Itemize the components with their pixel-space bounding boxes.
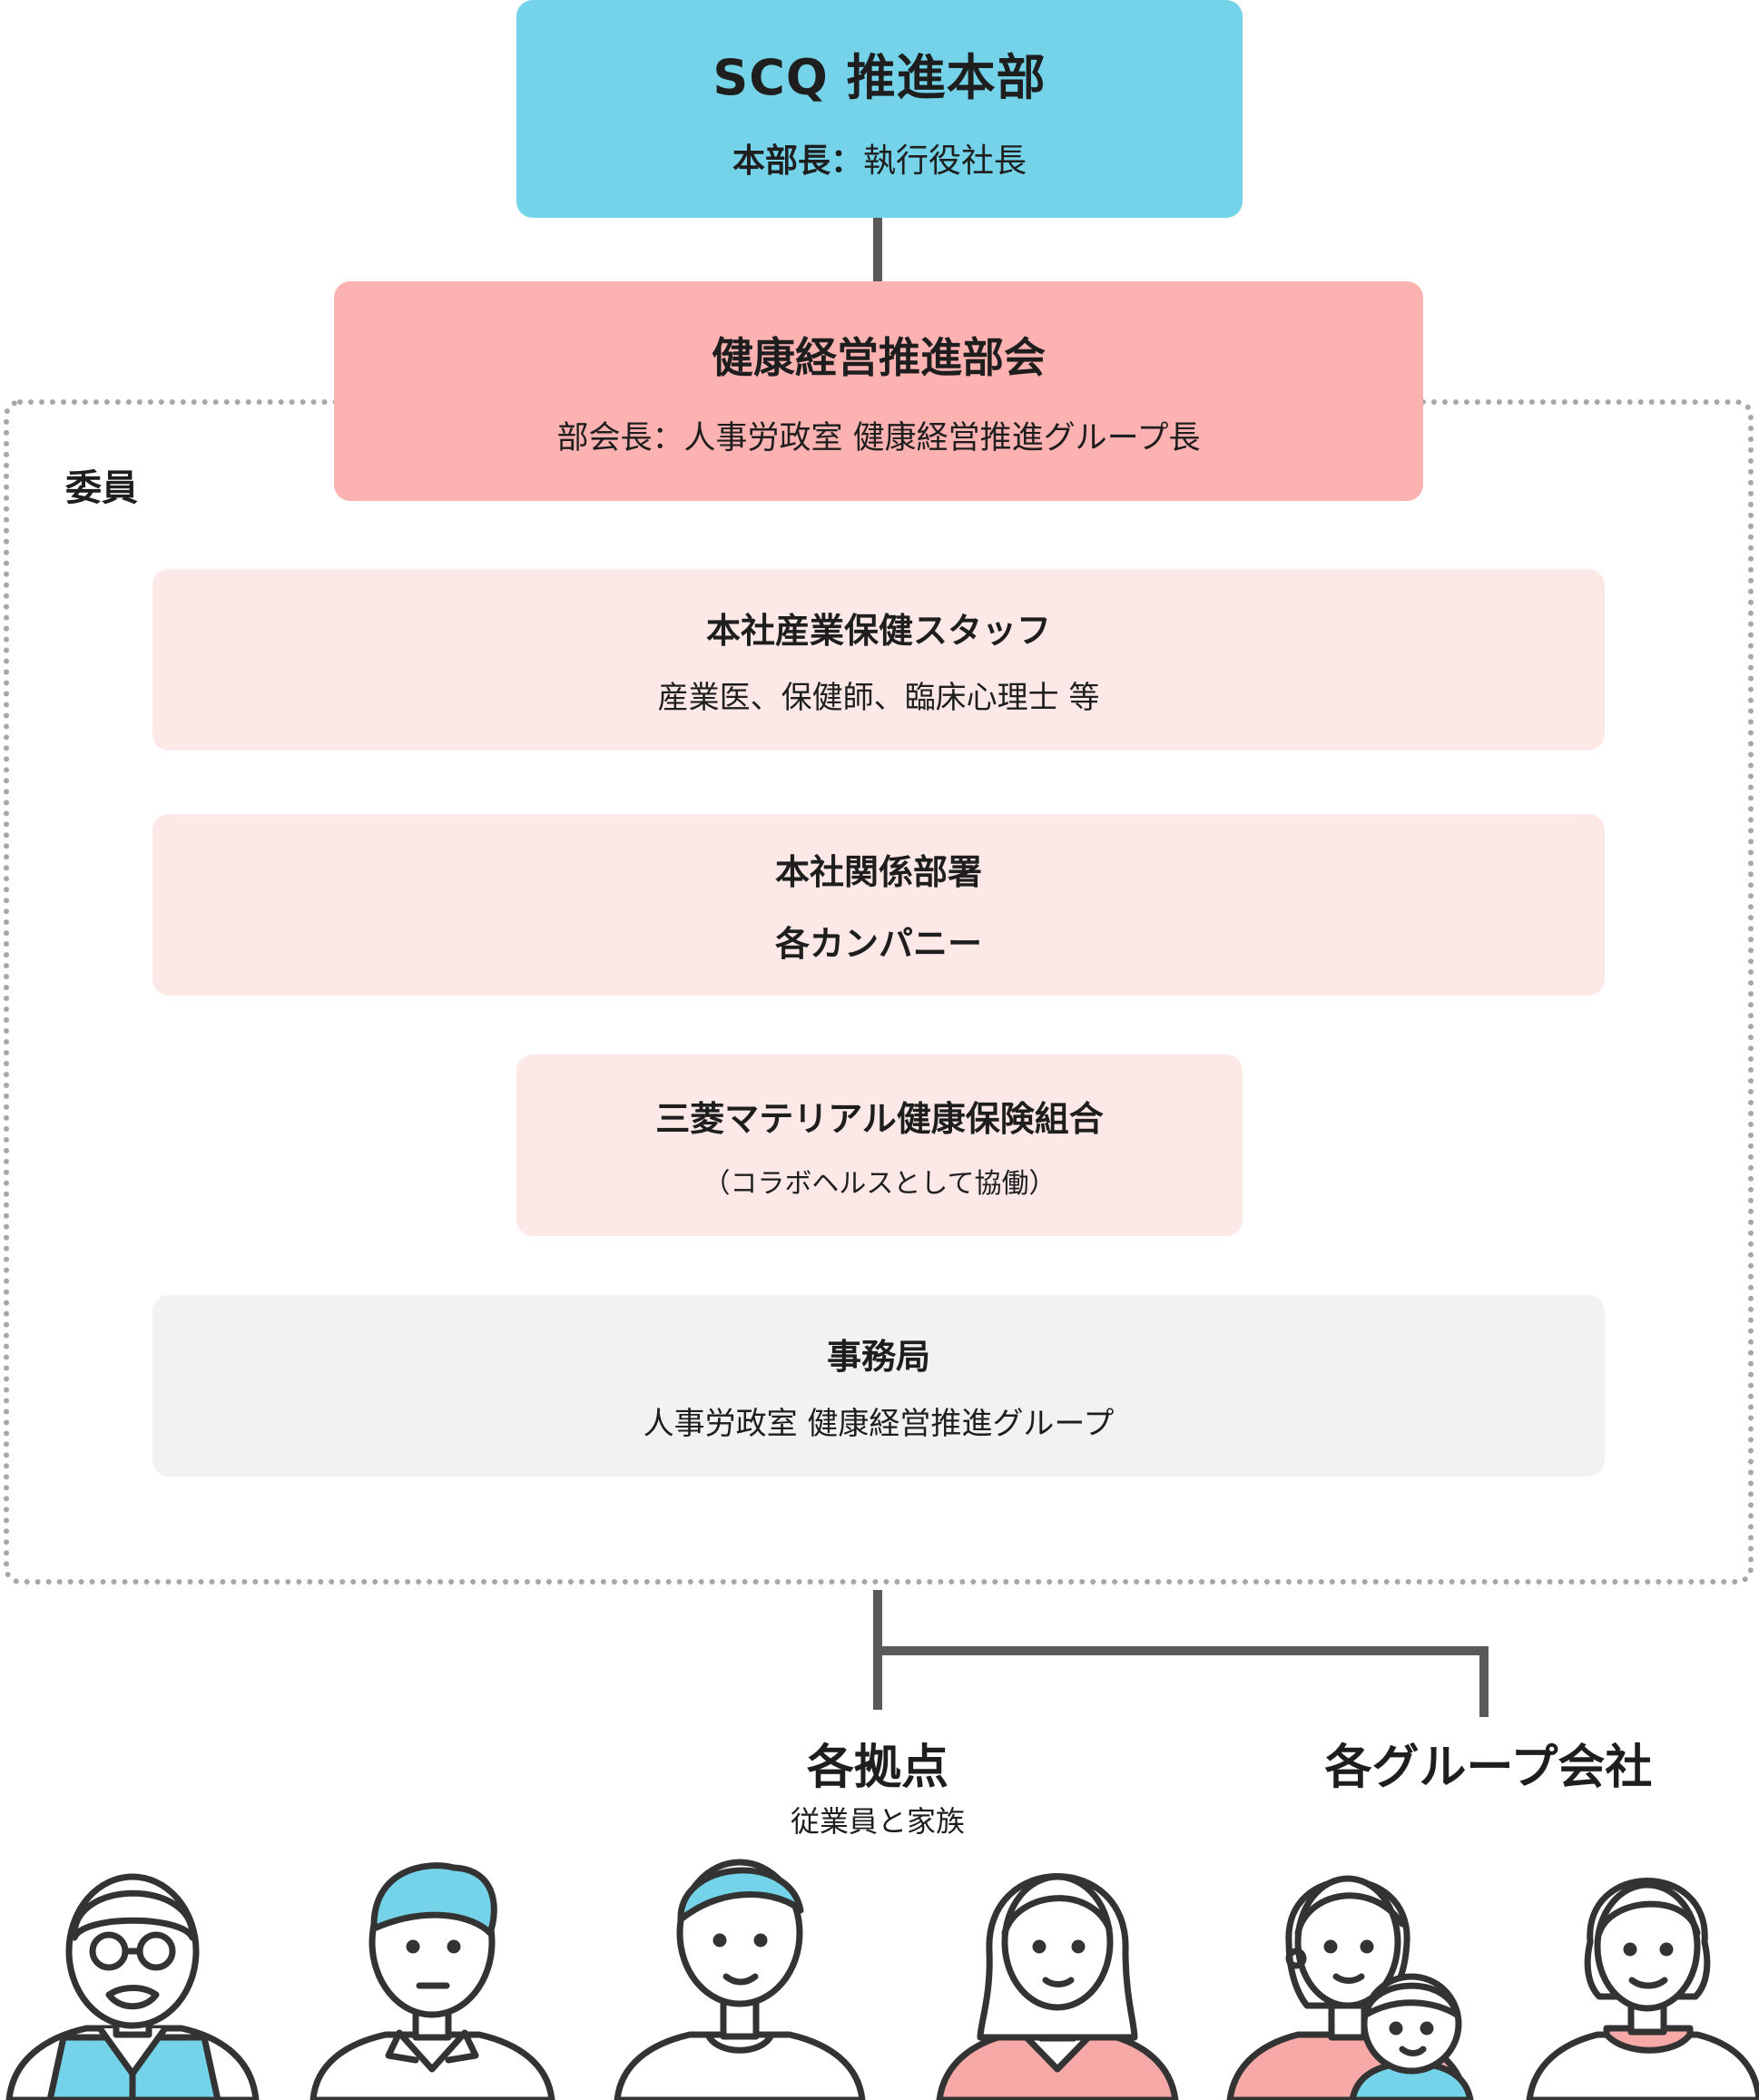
member-box-health-insurance: 三菱マテリアル健康保険組合 （コラボヘルスとして協働） <box>516 1055 1243 1236</box>
elderly-woman-figure <box>1526 1878 1759 2100</box>
hq-head: 本部長：執行役社長 <box>732 134 1027 182</box>
member-box-secretariat: 事務局 人事労政室 健康経営推進グループ <box>152 1295 1605 1477</box>
member-subtitle: 各カンパニー <box>774 924 982 964</box>
hq-head-label: 本部長 <box>732 142 830 180</box>
member-title: 本社関係部署 <box>774 852 982 892</box>
member-title: 本社産業保健スタッフ <box>705 611 1051 651</box>
committee-title: 健康経営推進部会 <box>712 332 1046 382</box>
adult-man-figure <box>310 1862 555 2100</box>
branch-connector-horizontal <box>873 1646 1489 1655</box>
members-label: 委員 <box>65 467 138 509</box>
young-man-figure <box>614 1859 866 2100</box>
branch-connector-vertical-right <box>1479 1646 1489 1717</box>
member-box-occupational-health: 本社産業保健スタッフ 産業医、保健師、臨床心理士 等 <box>152 569 1605 751</box>
hq-box: SCQ 推進本部 本部長：執行役社長 <box>516 0 1243 218</box>
branch-group-companies-title: 各グループ会社 <box>1324 1741 1653 1795</box>
branch-sites-subtitle: 従業員と家族 <box>790 1804 965 1839</box>
member-title: 三菱マテリアル健康保険組合 <box>655 1098 1104 1139</box>
member-subtitle: 人事労政室 健康経営推進グループ <box>643 1406 1115 1442</box>
hq-head-value: 執行役社長 <box>863 142 1027 180</box>
hq-title: SCQ 推進本部 <box>712 48 1047 106</box>
people-illustration <box>5 1859 1759 2100</box>
committee-subtitle: 部会長：人事労政室 健康経営推進グループ長 <box>556 419 1201 456</box>
member-subtitle: 産業医、保健師、臨床心理士 等 <box>657 680 1100 716</box>
mother-and-child-figure <box>1226 1875 1474 2100</box>
branch-sites-title: 各拠点 <box>806 1741 948 1795</box>
elderly-man-figure <box>5 1873 260 2100</box>
member-box-related-departments: 本社関係部署 各カンパニー <box>152 814 1605 996</box>
member-title: 事務局 <box>826 1337 930 1377</box>
hq-head-separator: ： <box>830 142 863 180</box>
member-subtitle: （コラボヘルスとして協働） <box>703 1167 1056 1200</box>
woman-figure <box>936 1873 1179 2100</box>
committee-box: 健康経営推進部会 部会長：人事労政室 健康経営推進グループ長 <box>334 281 1423 501</box>
hq-connector-line <box>873 218 882 283</box>
